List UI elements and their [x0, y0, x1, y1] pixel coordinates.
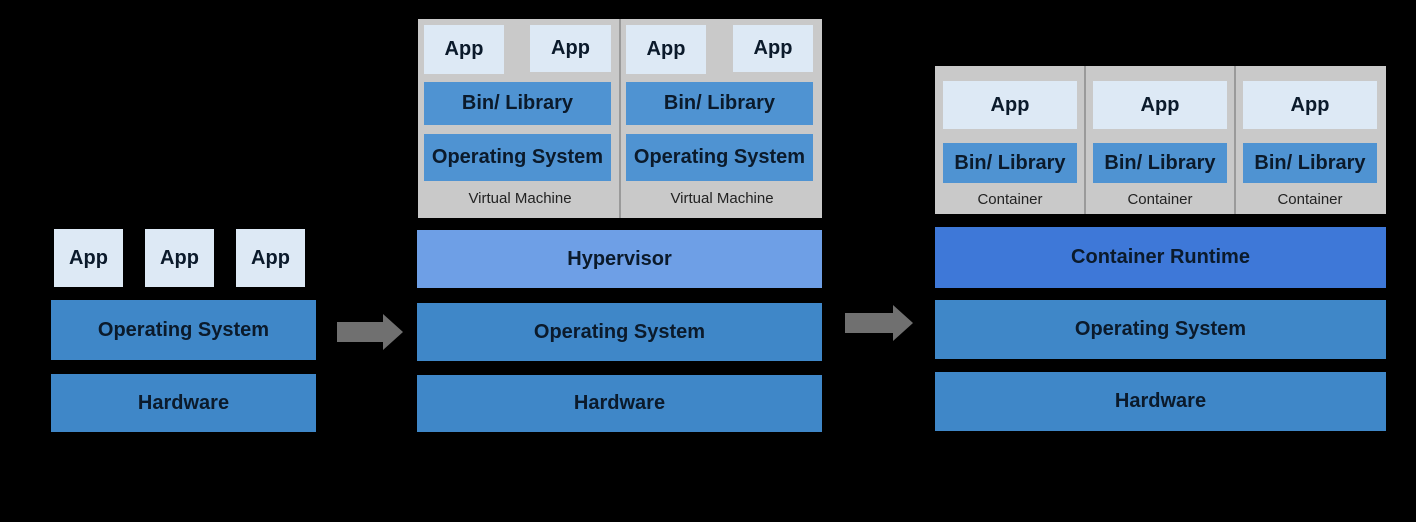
- hardware-layer: Hardware: [51, 374, 316, 432]
- hardware-layer: Hardware: [935, 372, 1386, 431]
- right-arrow-icon: [337, 314, 403, 350]
- vm-divider: [619, 19, 621, 218]
- container-divider: [1084, 66, 1086, 214]
- app-box: App: [1093, 81, 1227, 129]
- operating-system-layer: Operating System: [424, 134, 611, 181]
- app-box: App: [424, 25, 504, 74]
- operating-system-layer: Operating System: [935, 300, 1386, 359]
- vm-caption: Virtual Machine: [670, 190, 774, 207]
- app-box: App: [626, 25, 706, 74]
- app-box: App: [733, 25, 813, 72]
- app-box: App: [236, 229, 305, 287]
- bin-library-layer: Bin/ Library: [424, 82, 611, 125]
- operating-system-layer: Operating System: [626, 134, 813, 181]
- app-box: App: [54, 229, 123, 287]
- container-divider: [1234, 66, 1236, 214]
- app-box: App: [943, 81, 1077, 129]
- container-caption: Container: [1127, 190, 1193, 208]
- operating-system-layer: Operating System: [51, 300, 316, 360]
- right-arrow-icon: [845, 305, 913, 341]
- vm-caption: Virtual Machine: [468, 190, 572, 207]
- hypervisor-layer: Hypervisor: [417, 230, 822, 288]
- hardware-layer: Hardware: [417, 375, 822, 432]
- container-runtime-layer: Container Runtime: [935, 227, 1386, 288]
- bin-library-layer: Bin/ Library: [626, 82, 813, 125]
- app-box: App: [145, 229, 214, 287]
- container-caption: Container: [977, 190, 1043, 208]
- container-caption: Container: [1277, 190, 1343, 208]
- bin-library-layer: Bin/ Library: [1093, 143, 1227, 183]
- bin-library-layer: Bin/ Library: [943, 143, 1077, 183]
- operating-system-layer: Operating System: [417, 303, 822, 361]
- app-box: App: [530, 25, 611, 72]
- app-box: App: [1243, 81, 1377, 129]
- bin-library-layer: Bin/ Library: [1243, 143, 1377, 183]
